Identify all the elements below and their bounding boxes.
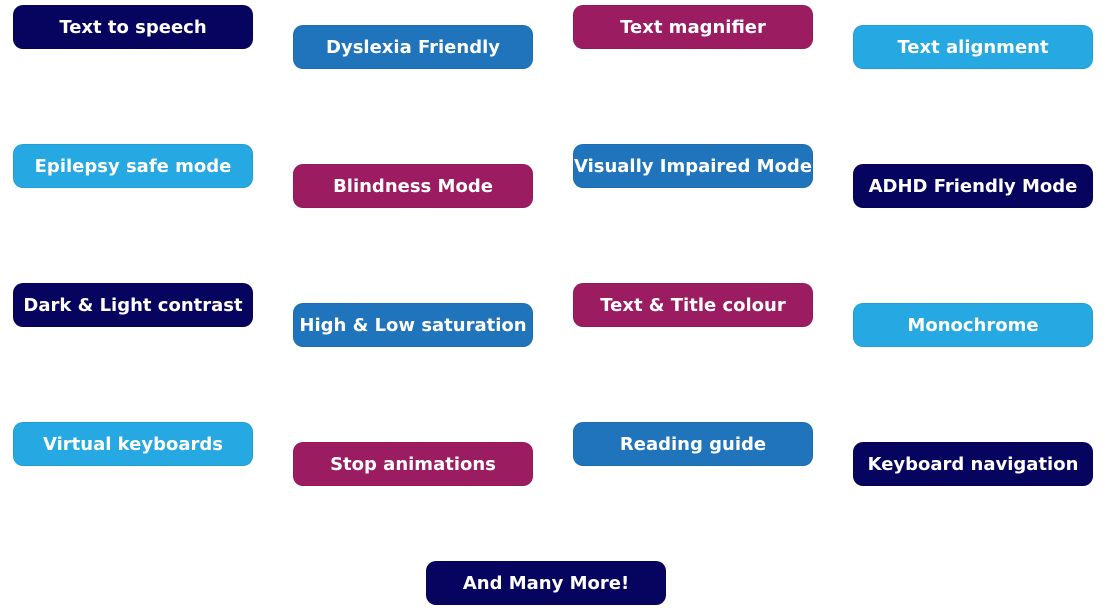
stop-animations-label: Stop animations: [330, 453, 496, 475]
dark-light-contrast-label: Dark & Light contrast: [23, 294, 243, 316]
text-alignment-label: Text alignment: [897, 36, 1049, 58]
adhd-friendly-mode-label: ADHD Friendly Mode: [868, 175, 1078, 197]
dark-light-contrast-button[interactable]: Dark & Light contrast: [13, 283, 253, 327]
keyboard-navigation-label: Keyboard navigation: [867, 453, 1079, 475]
blindness-mode-button[interactable]: Blindness Mode: [293, 164, 533, 208]
keyboard-navigation-button[interactable]: Keyboard navigation: [853, 442, 1093, 486]
reading-guide-button[interactable]: Reading guide: [573, 422, 813, 466]
visually-impaired-mode-label: Visually Impaired Mode: [573, 155, 813, 177]
high-low-saturation-button[interactable]: High & Low saturation: [293, 303, 533, 347]
text-magnifier-label: Text magnifier: [620, 16, 766, 38]
monochrome-button[interactable]: Monochrome: [853, 303, 1093, 347]
text-magnifier-button[interactable]: Text magnifier: [573, 5, 813, 49]
visually-impaired-mode-button[interactable]: Visually Impaired Mode: [573, 144, 813, 188]
and-many-more-label: And Many More!: [462, 572, 630, 594]
dyslexia-friendly-button[interactable]: Dyslexia Friendly: [293, 25, 533, 69]
virtual-keyboards-label: Virtual keyboards: [43, 433, 223, 455]
stop-animations-button[interactable]: Stop animations: [293, 442, 533, 486]
and-many-more-button[interactable]: And Many More!: [426, 561, 666, 605]
epilepsy-safe-mode-button[interactable]: Epilepsy safe mode: [13, 144, 253, 188]
text-title-colour-button[interactable]: Text & Title colour: [573, 283, 813, 327]
text-to-speech-label: Text to speech: [59, 16, 207, 38]
blindness-mode-label: Blindness Mode: [333, 175, 493, 197]
text-title-colour-label: Text & Title colour: [600, 294, 786, 316]
dyslexia-friendly-label: Dyslexia Friendly: [326, 36, 500, 58]
epilepsy-safe-mode-label: Epilepsy safe mode: [34, 155, 232, 177]
adhd-friendly-mode-button[interactable]: ADHD Friendly Mode: [853, 164, 1093, 208]
text-to-speech-button[interactable]: Text to speech: [13, 5, 253, 49]
monochrome-label: Monochrome: [907, 314, 1039, 336]
reading-guide-label: Reading guide: [619, 433, 767, 455]
text-alignment-button[interactable]: Text alignment: [853, 25, 1093, 69]
virtual-keyboards-button[interactable]: Virtual keyboards: [13, 422, 253, 466]
high-low-saturation-label: High & Low saturation: [299, 314, 527, 336]
